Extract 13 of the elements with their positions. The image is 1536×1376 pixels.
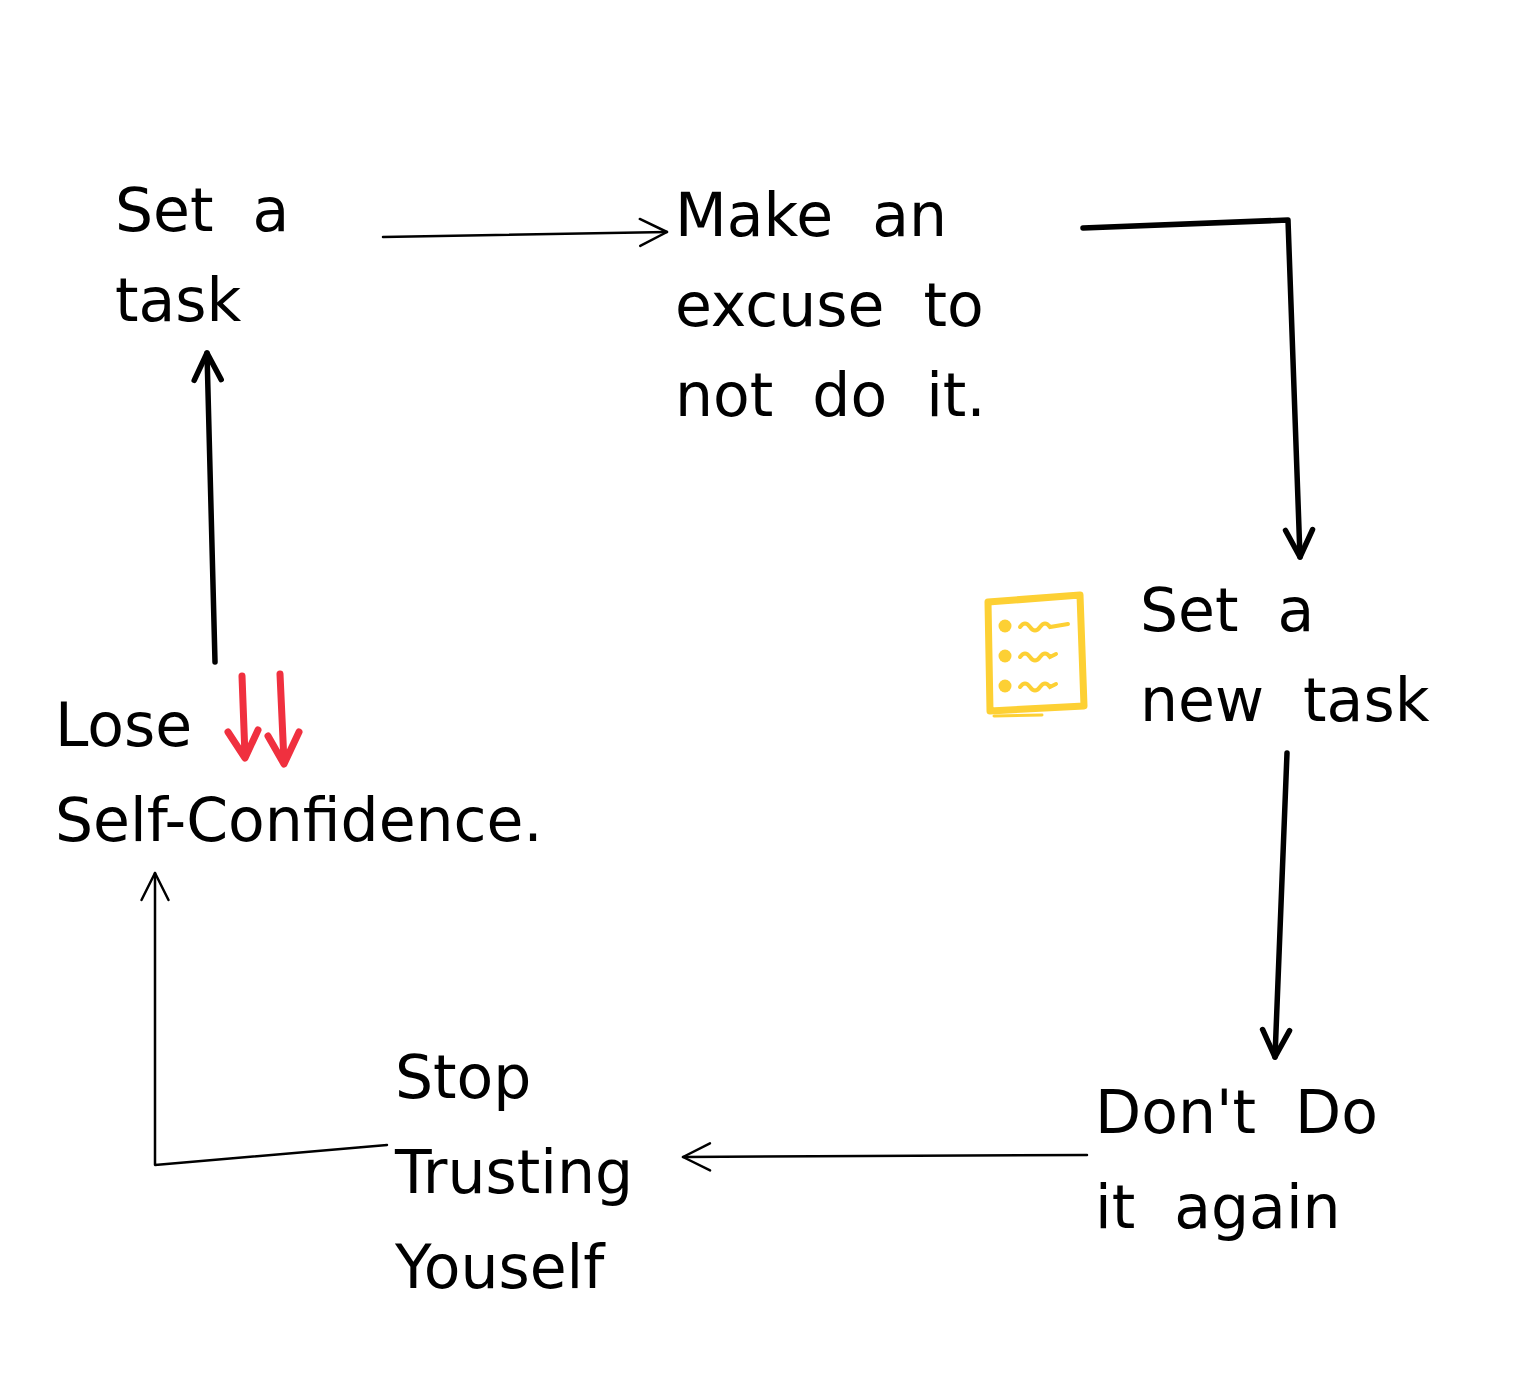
step-text: Stop Trusting Youself <box>395 1041 635 1304</box>
arrow <box>191 350 224 665</box>
step-text: Set a new task <box>1140 574 1431 737</box>
arrow <box>381 217 669 248</box>
step-text: Don't Do it again <box>1095 1076 1379 1244</box>
arrow <box>1259 750 1293 1060</box>
arrow <box>140 871 389 1167</box>
step-text: Set a task <box>115 174 291 337</box>
step-text: Make an excuse to not do it. <box>675 179 987 432</box>
arrow <box>1080 217 1316 560</box>
step-text: Self-Confidence. <box>55 784 543 857</box>
arrow <box>681 1142 1089 1172</box>
step-text: Lose <box>55 689 193 762</box>
